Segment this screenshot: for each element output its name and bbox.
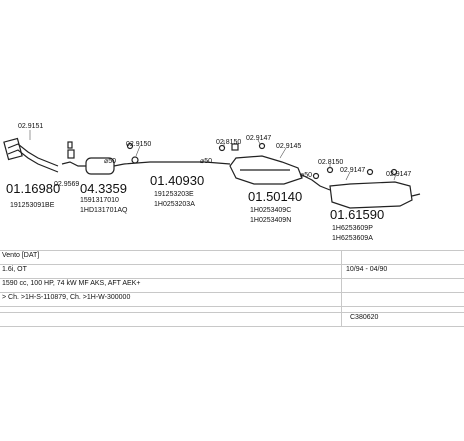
front-pipe-shape: [7, 143, 59, 167]
middle-pipe-shape: [123, 161, 231, 165]
engine-spec: 1590 cc, 100 HP, 74 kW MF AKS, AFT AEK+: [2, 280, 141, 287]
exhaust-diagram: [3, 130, 421, 209]
part-number: 01.61590: [330, 207, 385, 222]
table-row: 1590 cc, 100 HP, 74 kW MF AKS, AFT AEK+: [0, 278, 464, 292]
engine-info: 1.6i, OT: [2, 266, 27, 273]
part-number: 04.3359: [80, 181, 127, 196]
center-silencer-shape: [229, 155, 303, 185]
part-ref: 191253091BE: [10, 202, 55, 209]
vehicle-model: Vento [DAT]: [2, 252, 40, 259]
part-number: 01.40930: [150, 173, 205, 188]
callout-label: 02.9569: [54, 181, 80, 188]
table-row: Vento [DAT]: [0, 250, 464, 264]
date-range: 10/94 - 04/90: [346, 266, 388, 273]
rear-silencer-shape: [329, 181, 413, 209]
part-ref: 1H6253609A: [332, 235, 373, 242]
callout-label: 02.9145: [276, 143, 302, 150]
part-ref: 1H0253203A: [154, 201, 195, 208]
part-ref: 1H0253409C: [250, 207, 292, 214]
part-number: 01.50140: [248, 189, 303, 204]
chassis-range: > Ch. >1H-S-110879, Ch. >1H-W-300000: [2, 294, 131, 301]
callout-label: 02.9150: [126, 141, 152, 148]
catalog-code: C380620: [350, 314, 379, 321]
part-ref: 1H0253409N: [250, 217, 292, 224]
callout-label: 02.9147: [386, 171, 412, 178]
table-row: 1.6i, OT 10/94 - 04/90: [0, 264, 464, 278]
part-ref: 1HD131701AQ: [80, 207, 128, 214]
callout-label: 02.9151: [18, 123, 44, 130]
callout-label: 02.9147: [246, 135, 272, 142]
part-ref: 191253203E: [154, 191, 194, 198]
callout-label: 02.8150: [216, 139, 242, 146]
callout-label: 02.9147: [340, 167, 366, 174]
part-number: 01.16980: [6, 181, 61, 196]
callout-label: 02.8150: [318, 159, 344, 166]
part-ref: 1591317010: [80, 197, 119, 204]
part-ref: 1H6253609P: [332, 225, 373, 232]
diameter-label: ⌀50: [300, 172, 313, 179]
diameter-label: ⌀50: [200, 158, 213, 165]
diameter-label: ⌀50: [104, 158, 117, 165]
table-row: C380620: [0, 312, 464, 326]
table-row: > Ch. >1H-S-110879, Ch. >1H-W-300000: [0, 292, 464, 306]
